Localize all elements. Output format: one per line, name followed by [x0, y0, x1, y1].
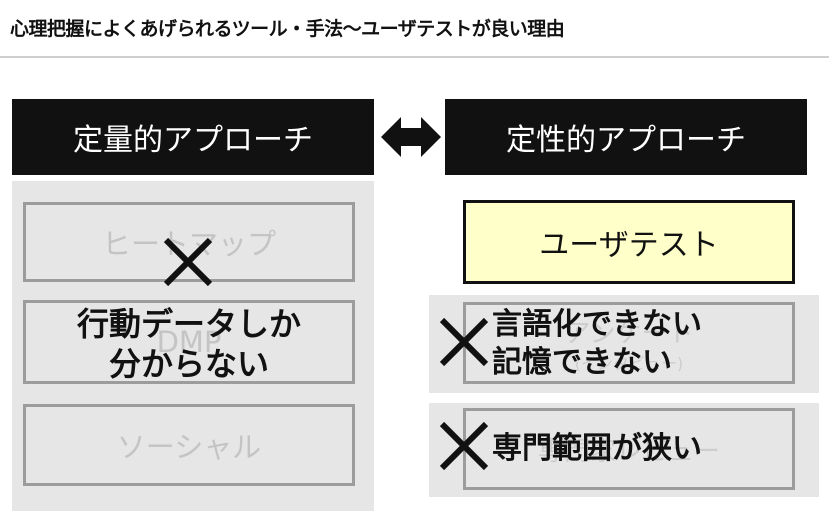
quantitative-limitation: 行動データしか 分からない [23, 304, 355, 384]
double-arrow-icon [381, 117, 441, 157]
survey-sublabel: (インタビュー) [574, 353, 684, 373]
survey-panel [429, 295, 819, 393]
user-test-box: ユーザテスト [463, 200, 795, 284]
limitation-line-2: 分からない [108, 345, 269, 383]
title-divider [0, 56, 829, 58]
tool-item-dmp: DMP [23, 300, 355, 384]
tool-item-survey: アンケート (インタビュー) [463, 302, 795, 384]
page-title: 心理把握によくあげられるツール・手法～ユーザテストが良い理由 [10, 18, 565, 40]
survey-label: アンケート [564, 318, 694, 349]
expert-panel [429, 403, 819, 497]
cross-mark-icon [163, 237, 213, 287]
survey-limitation: 言語化できない 記憶できない [492, 306, 702, 382]
qualitative-header: 定性的アプローチ [445, 99, 807, 175]
limitation-line-1: 行動データしか [76, 305, 301, 343]
tool-item-social: ソーシャル [23, 404, 355, 486]
expert-limitation: 専門範囲が狭い [492, 431, 702, 466]
quantitative-header: 定量的アプローチ [12, 99, 374, 175]
cross-mark-icon [439, 317, 489, 367]
tool-item-heatmap: ヒートマップ [23, 202, 355, 282]
cross-mark-icon [439, 421, 489, 471]
expert-review-label: 専門家レビュー [537, 436, 720, 467]
quantitative-panel [12, 181, 374, 511]
limitation-line-2: 記憶できない [492, 345, 672, 380]
limitation-line-1: 言語化できない [492, 307, 702, 342]
